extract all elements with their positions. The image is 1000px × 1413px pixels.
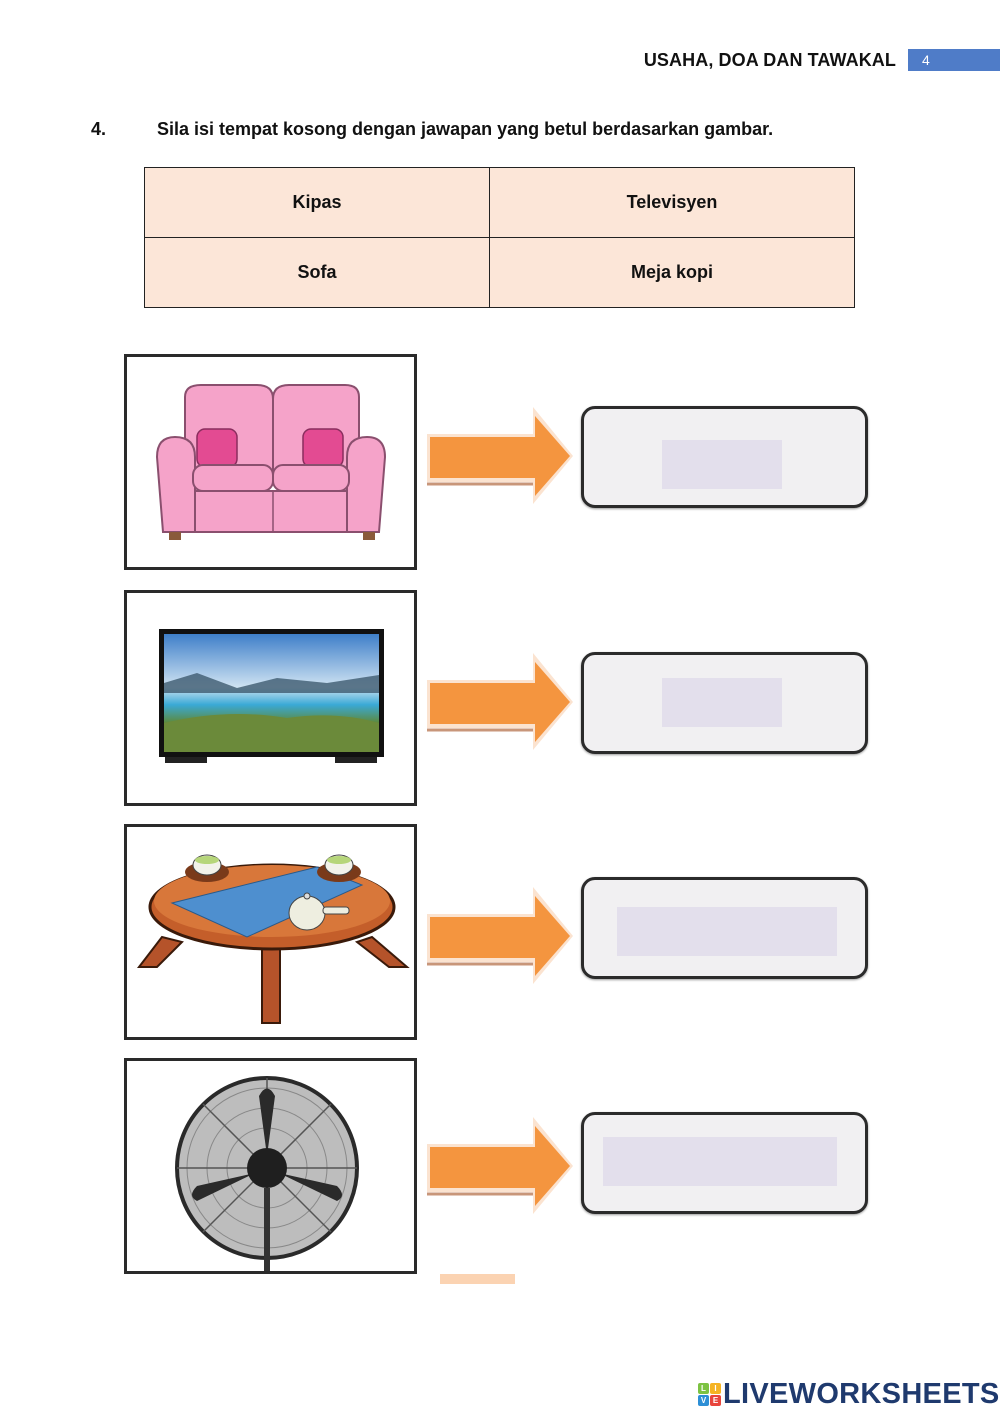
logo-block: V xyxy=(698,1395,709,1406)
answer-input-coffee-table[interactable] xyxy=(617,907,837,956)
question-instruction: 4. Sila isi tempat kosong dengan jawapan… xyxy=(91,119,773,140)
word-bank-cell: Sofa xyxy=(144,237,490,308)
fan-image xyxy=(175,1076,359,1271)
arrow-right-icon xyxy=(427,653,573,750)
sofa-image xyxy=(155,384,387,540)
arrow-right-icon xyxy=(427,887,573,984)
page-number-badge: 4 xyxy=(908,49,1000,71)
page-header: USAHA, DOA DAN TAWAKAL 4 xyxy=(644,48,1000,72)
arrow-right-icon xyxy=(427,1117,573,1214)
liveworksheets-logo: L I V E LIVEWORKSHEETS xyxy=(698,1378,1000,1411)
coffee-table-image xyxy=(136,854,410,1024)
sofa-picture-frame xyxy=(124,354,417,570)
answer-box-coffee-table xyxy=(581,877,868,979)
fan-picture-frame xyxy=(124,1058,417,1274)
arrow-right-icon xyxy=(427,407,573,504)
answer-input-fan[interactable] xyxy=(603,1137,837,1186)
word-bank-cell: Meja kopi xyxy=(489,237,855,308)
logo-block: I xyxy=(710,1383,721,1394)
question-number: 4. xyxy=(91,119,107,139)
word-bank-cell: Kipas xyxy=(144,167,490,238)
word-bank-row: Kipas Televisyen xyxy=(144,167,855,238)
word-bank-cell: Televisyen xyxy=(489,167,855,238)
television-picture-frame xyxy=(124,590,417,806)
word-bank-table: Kipas Televisyen Sofa Meja kopi xyxy=(144,167,855,308)
header-title: USAHA, DOA DAN TAWAKAL xyxy=(643,49,896,70)
word-bank-row: Sofa Meja kopi xyxy=(144,237,855,308)
logo-blocks-icon: L I V E xyxy=(698,1383,721,1406)
answer-input-television[interactable] xyxy=(662,678,782,727)
answer-box-sofa xyxy=(581,406,868,508)
logo-text: LIVEWORKSHEETS xyxy=(723,1378,1000,1410)
answer-box-fan xyxy=(581,1112,868,1214)
logo-block: L xyxy=(698,1383,709,1394)
answer-input-sofa[interactable] xyxy=(662,440,782,489)
coffee-table-picture-frame xyxy=(124,824,417,1040)
decorative-strip xyxy=(440,1274,515,1284)
answer-box-television xyxy=(581,652,868,754)
logo-block: E xyxy=(710,1395,721,1406)
television-image xyxy=(159,629,384,763)
question-text: Sila isi tempat kosong dengan jawapan ya… xyxy=(157,119,774,139)
